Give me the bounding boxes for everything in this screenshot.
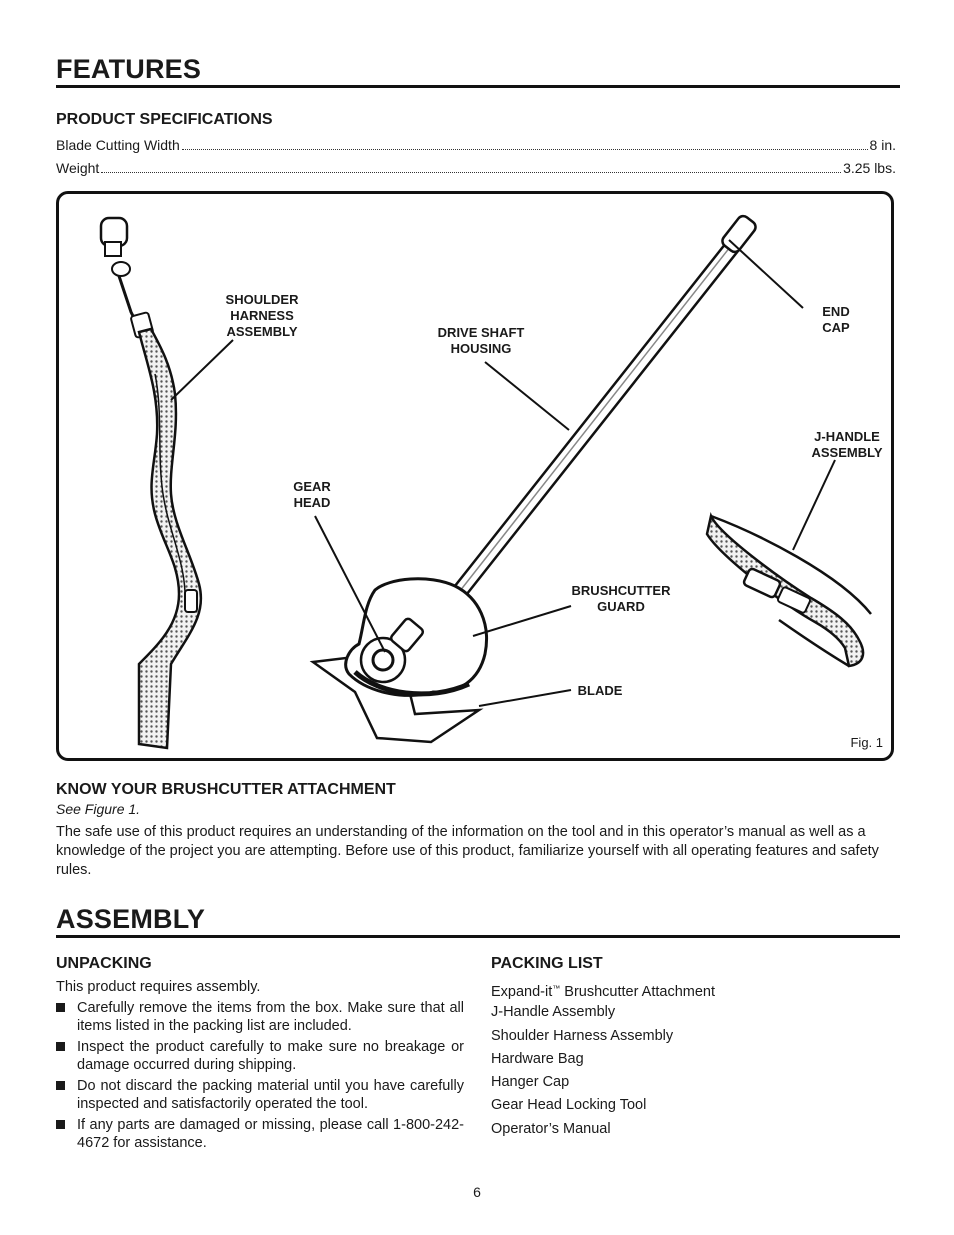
know-your-brushcutter-text: The safe use of this product requires an…: [56, 824, 879, 878]
label-blade: BLADE: [577, 683, 623, 698]
bullet-item: Inspect the product carefully to make su…: [56, 1038, 464, 1074]
leader-dots: [181, 148, 868, 150]
spec-value: 3.25 lbs.: [843, 160, 896, 176]
packing-list-item: Gear Head Locking Tool: [491, 1097, 647, 1114]
spec-value: 8 in.: [869, 137, 896, 153]
features-title: FEATURES: [56, 54, 900, 88]
bullet-item: Do not discard the packing material unti…: [56, 1077, 464, 1113]
bullet-item: If any parts are damaged or missing, ple…: [56, 1116, 464, 1152]
trademark-symbol: ™: [552, 984, 561, 993]
spec-row-weight: Weight 3.25 lbs.: [56, 160, 896, 176]
see-figure-note: See Figure 1.: [56, 801, 141, 817]
packing-list: Expand-it™ Brushcutter Attachment J-Hand…: [491, 980, 715, 1143]
product-specifications-heading: PRODUCT SPECIFICATIONS: [56, 111, 273, 128]
label-gear-head: GEAR HEAD: [293, 479, 331, 510]
label-end-cap: END CAP: [822, 304, 850, 335]
packing-list-item: Shoulder Harness Assembly: [491, 1027, 674, 1044]
leader-dots: [101, 171, 842, 173]
label-shoulder-harness: SHOULDER HARNESS ASSEMBLY: [225, 292, 299, 339]
spec-label: Weight: [56, 160, 100, 176]
packing-list-item: Hardware Bag: [491, 1050, 584, 1067]
j-handle-drawing: [705, 512, 872, 668]
page-number: 6: [473, 1184, 481, 1200]
label-brushcutter-guard: BRUSHCUTTER GUARD: [571, 583, 671, 614]
packing-list-item: Hanger Cap: [491, 1074, 570, 1091]
packing-list-item: J-Handle Assembly: [491, 1004, 616, 1021]
shoulder-harness-drawing: [99, 216, 203, 750]
figure-1: SHOULDER HARNESS ASSEMBLY DRIVE SHAFT HO…: [56, 191, 894, 761]
packing-list-heading: PACKING LIST: [491, 955, 603, 972]
unpacking-intro: This product requires assembly.: [56, 979, 261, 995]
know-your-brushcutter-heading: KNOW YOUR BRUSHCUTTER ATTACHMENT: [56, 781, 396, 798]
unpacking-heading: UNPACKING: [56, 955, 152, 972]
packing-list-item: Operator’s Manual: [491, 1120, 611, 1137]
figure-caption: Fig. 1: [850, 735, 883, 750]
packing-list-item: Expand-it™ Brushcutter Attachment: [491, 980, 715, 1003]
brushcutter-head-drawing: [309, 577, 488, 744]
label-j-handle-assembly: J-HANDLE ASSEMBLY: [811, 429, 883, 460]
leader-lines: [170, 239, 836, 707]
bullet-item: Carefully remove the items from the box.…: [56, 999, 464, 1035]
label-drive-shaft-housing: DRIVE SHAFT HOUSING: [437, 325, 525, 356]
packing-item-text: Brushcutter Attachment: [560, 984, 716, 1000]
packing-item-text: Expand-it: [491, 984, 553, 1000]
assembly-title: ASSEMBLY: [56, 904, 900, 938]
unpacking-bullet-list: Carefully remove the items from the box.…: [56, 999, 464, 1155]
spec-row-blade-width: Blade Cutting Width 8 in.: [56, 137, 896, 153]
figure-illustration: [99, 214, 872, 750]
drive-shaft-drawing: [415, 214, 757, 644]
spec-label: Blade Cutting Width: [56, 137, 180, 153]
